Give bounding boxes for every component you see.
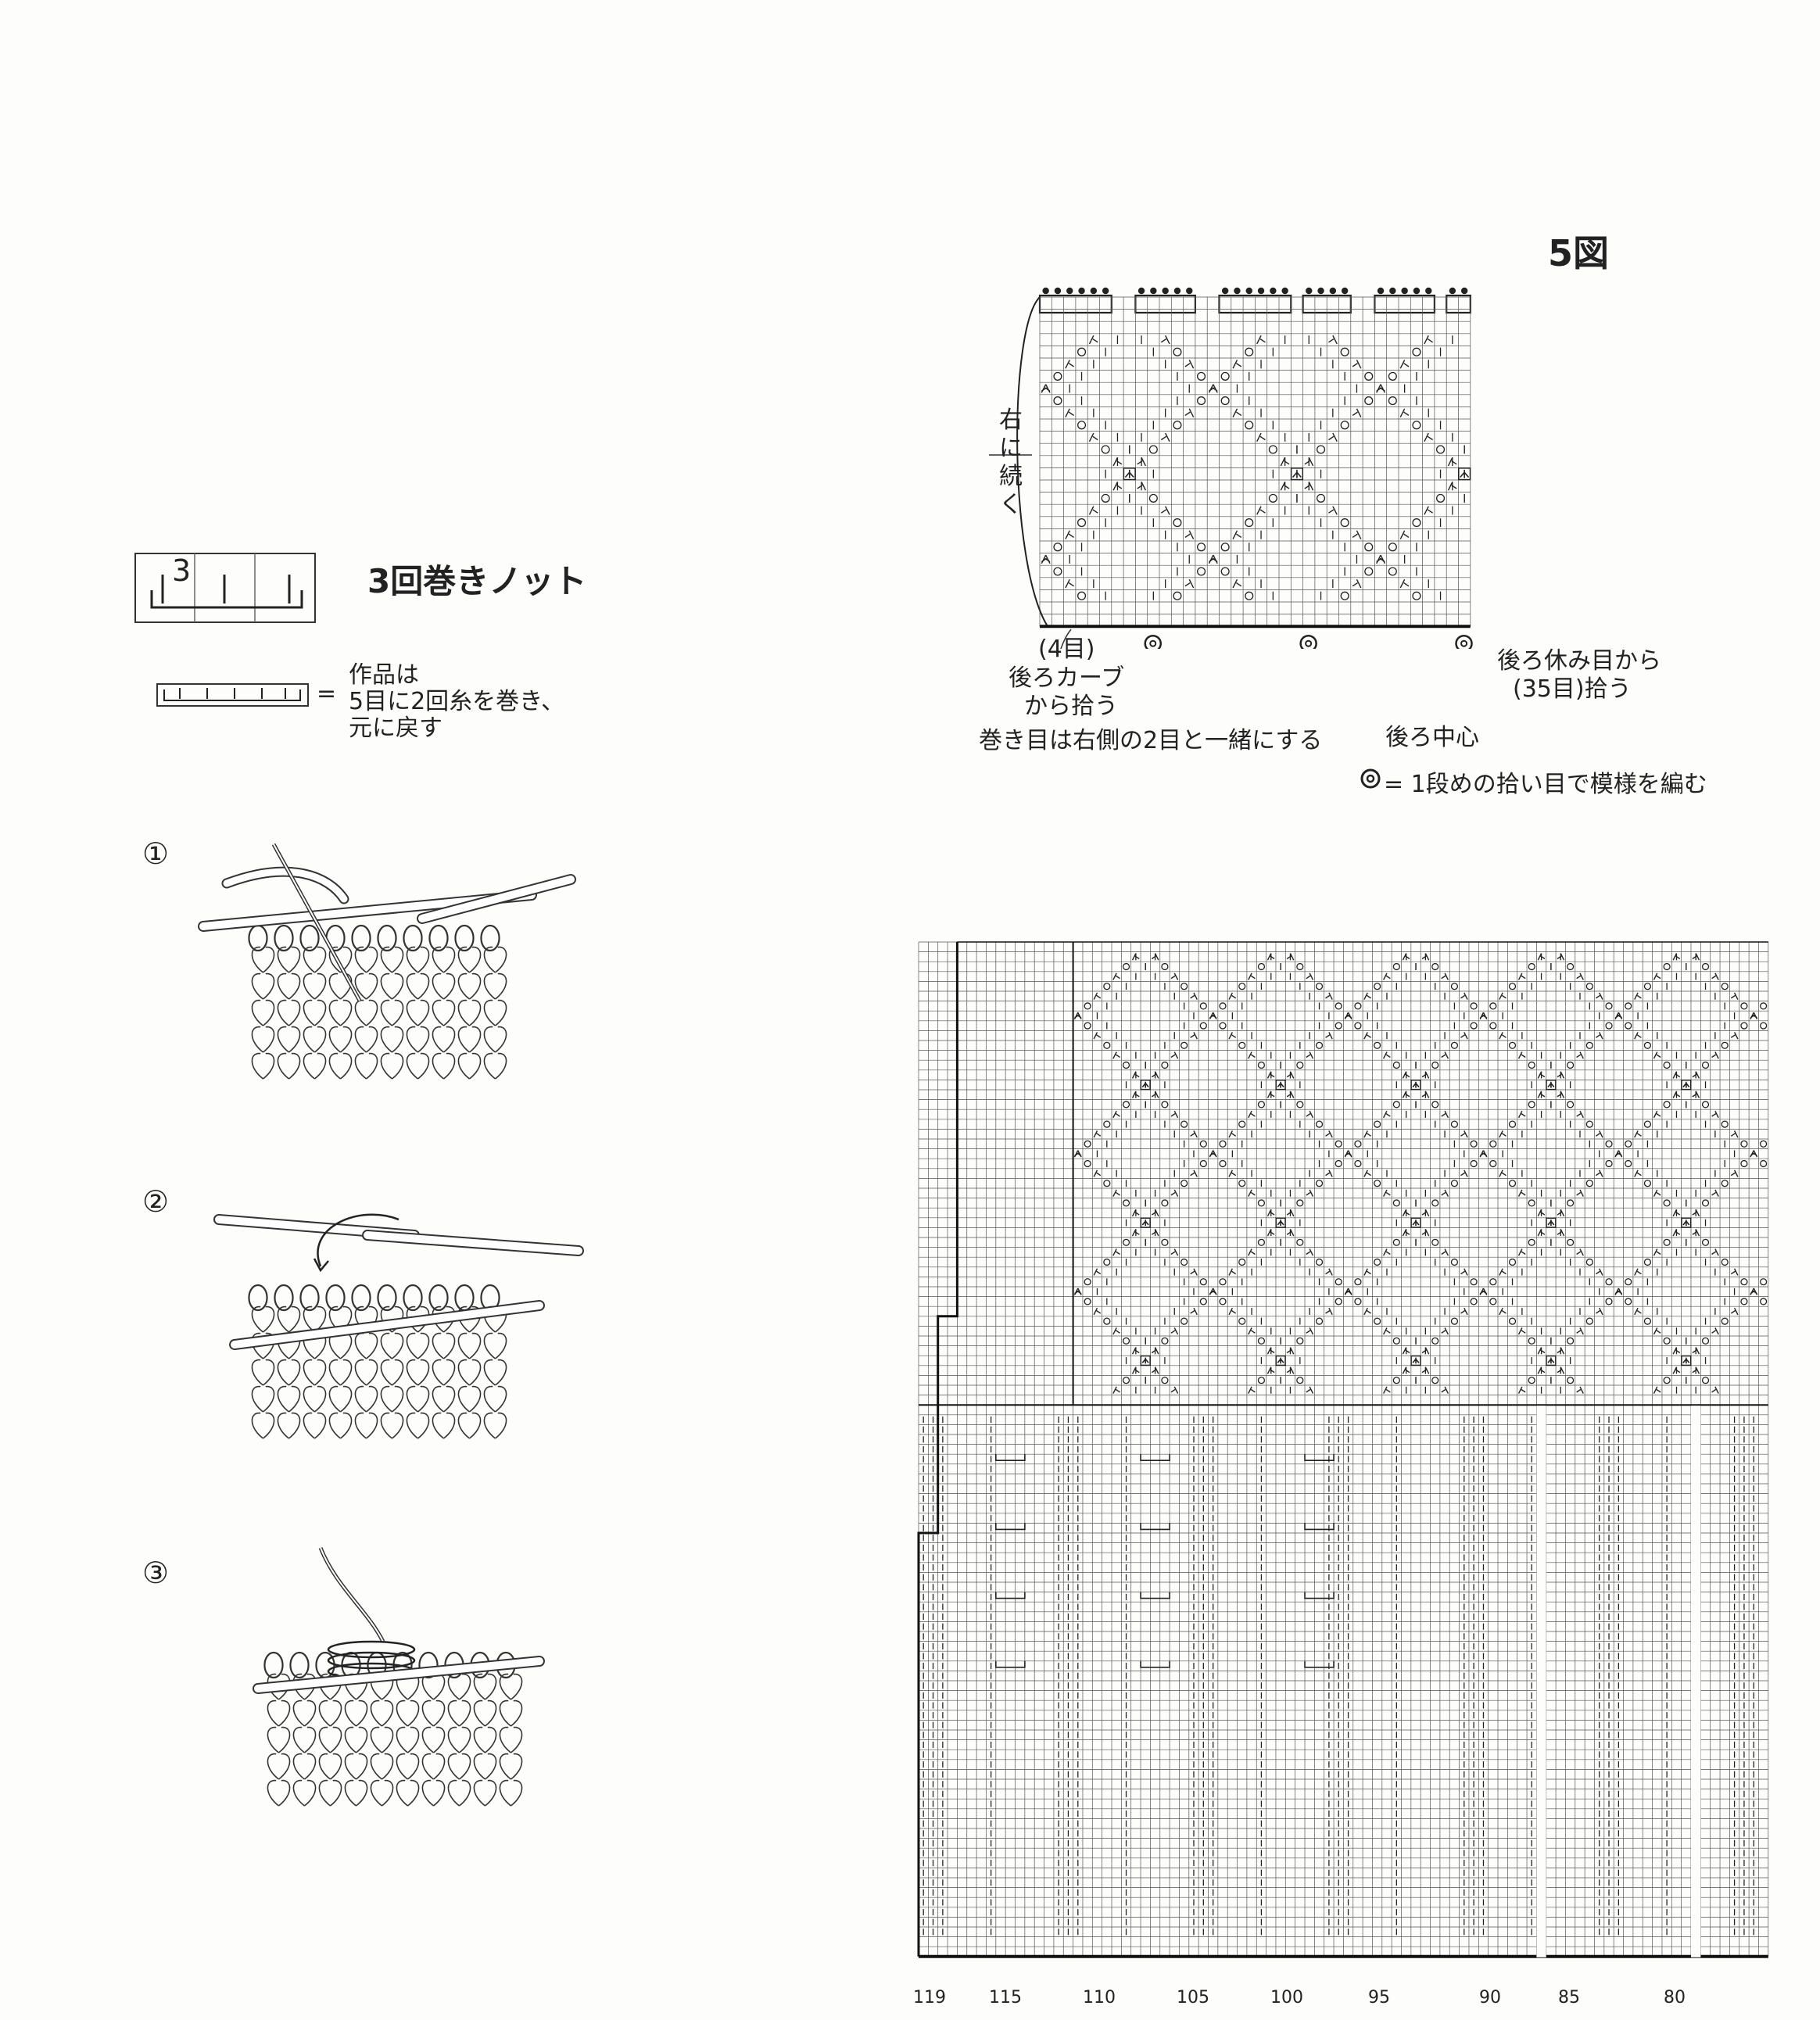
wrap-note: 巻き目は右側の2目と一緒にする bbox=[979, 727, 1323, 754]
pickup-mark-left bbox=[1144, 634, 1162, 649]
step-3-illustration bbox=[253, 1547, 545, 1807]
step-3-label: ③ bbox=[142, 1556, 170, 1590]
note-line-2: 5目に2回糸を巻き、 bbox=[349, 688, 565, 715]
knot-col-c bbox=[1304, 1454, 1335, 1668]
back-rest-label-1: 後ろ休み目から bbox=[1497, 647, 1661, 675]
note-line-3: 元に戻す bbox=[349, 715, 442, 742]
col-num-110: 110 bbox=[1083, 1988, 1116, 2007]
step-1-illustration bbox=[198, 843, 576, 1080]
stitch-loops bbox=[248, 1284, 500, 1312]
knot-col-a bbox=[995, 1454, 1026, 1668]
large-knitting-chart bbox=[917, 941, 1769, 1958]
pickup-note: = 1段めの拾い目で模様を編む bbox=[1384, 771, 1707, 798]
step-1-label: ① bbox=[142, 836, 170, 871]
note-line-1: 作品は bbox=[349, 661, 419, 689]
step-2-illustration bbox=[213, 1213, 584, 1439]
knot-number-3: 3 bbox=[172, 553, 192, 588]
col-num-85: 85 bbox=[1558, 1988, 1580, 2007]
figure-title: 5図 bbox=[1548, 232, 1610, 274]
col-num-105: 105 bbox=[1177, 1988, 1209, 2007]
needle-back bbox=[229, 1300, 545, 1350]
ribbing-region bbox=[923, 1406, 1754, 1957]
knot-title: 3回巻きノット bbox=[367, 562, 587, 600]
col-num-119: 119 bbox=[913, 1988, 946, 2007]
knot-mini-symbol bbox=[156, 683, 309, 707]
pickup-mark-right bbox=[1455, 634, 1473, 649]
col-num-80: 80 bbox=[1664, 1988, 1686, 2007]
stitch-loops bbox=[248, 924, 500, 952]
knit-fabric bbox=[251, 1305, 507, 1439]
pickup-symbol-icon bbox=[1360, 768, 1381, 792]
pickup-label-3: から拾う bbox=[1024, 693, 1118, 720]
large-grid bbox=[918, 941, 1769, 1957]
needle-main bbox=[253, 1656, 545, 1694]
needle-right bbox=[417, 874, 576, 924]
pickup-label-2: 後ろカーブ bbox=[1009, 664, 1125, 692]
pickup-label-1: (4目) bbox=[1038, 636, 1095, 663]
back-center-label: 後ろ中心 bbox=[1385, 724, 1479, 751]
needle-right bbox=[362, 1230, 584, 1256]
mini-wrap-icon bbox=[156, 683, 309, 707]
knot-symbol-icon bbox=[134, 553, 316, 623]
col-num-95: 95 bbox=[1368, 1988, 1390, 2007]
col-num-115: 115 bbox=[989, 1988, 1022, 2007]
knit-fabric bbox=[251, 946, 507, 1080]
note-equals: = bbox=[317, 680, 337, 707]
figure5-grid bbox=[1039, 296, 1471, 627]
leader-lines bbox=[989, 454, 1072, 649]
figure5-chart bbox=[989, 287, 1473, 649]
back-rest-label-2: (35目)拾う bbox=[1513, 675, 1632, 703]
continue-right-label: 右に続く bbox=[999, 407, 1023, 518]
pickup-mark-center bbox=[1299, 634, 1317, 649]
stepped-edge bbox=[917, 941, 1768, 1958]
col-num-90: 90 bbox=[1479, 1988, 1501, 2007]
knit-fabric bbox=[267, 1673, 523, 1807]
col-num-100: 100 bbox=[1270, 1988, 1303, 2007]
knot-col-b bbox=[1140, 1454, 1170, 1668]
step-2-label: ② bbox=[142, 1184, 170, 1219]
knot-symbol-box bbox=[134, 553, 316, 623]
